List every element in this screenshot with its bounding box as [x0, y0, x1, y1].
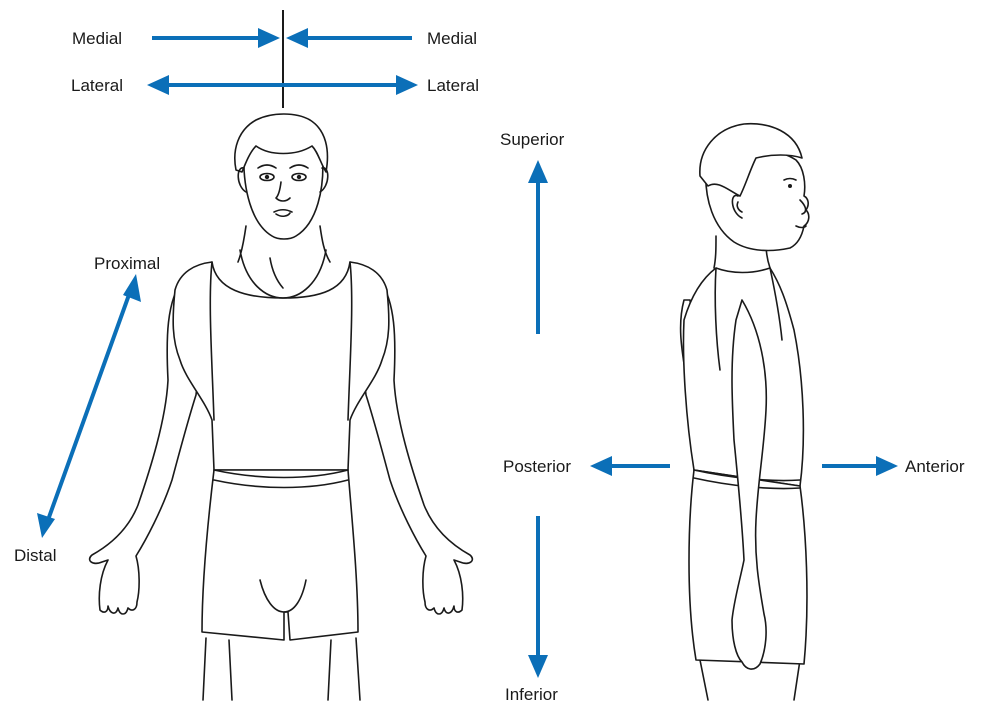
- label-anterior: Anterior: [905, 457, 965, 476]
- label-lateral-left: Lateral: [71, 76, 123, 95]
- medial-arrow-left: [152, 28, 280, 48]
- label-medial-right: Medial: [427, 29, 477, 48]
- label-inferior: Inferior: [505, 685, 558, 704]
- label-posterior: Posterior: [503, 457, 571, 476]
- label-medial-left: Medial: [72, 29, 122, 48]
- superior-arrow: [528, 160, 548, 334]
- posterior-arrow: [590, 456, 670, 476]
- medial-arrow-right: [286, 28, 412, 48]
- inferior-arrow: [528, 516, 548, 678]
- label-proximal: Proximal: [94, 254, 160, 273]
- proximal-distal-arrow: [37, 274, 141, 538]
- label-lateral-right: Lateral: [427, 76, 479, 95]
- side-view-figure: [681, 124, 809, 700]
- anterior-arrow: [822, 456, 898, 476]
- label-distal: Distal: [14, 546, 57, 565]
- label-superior: Superior: [500, 130, 565, 149]
- front-view-figure: [90, 114, 473, 700]
